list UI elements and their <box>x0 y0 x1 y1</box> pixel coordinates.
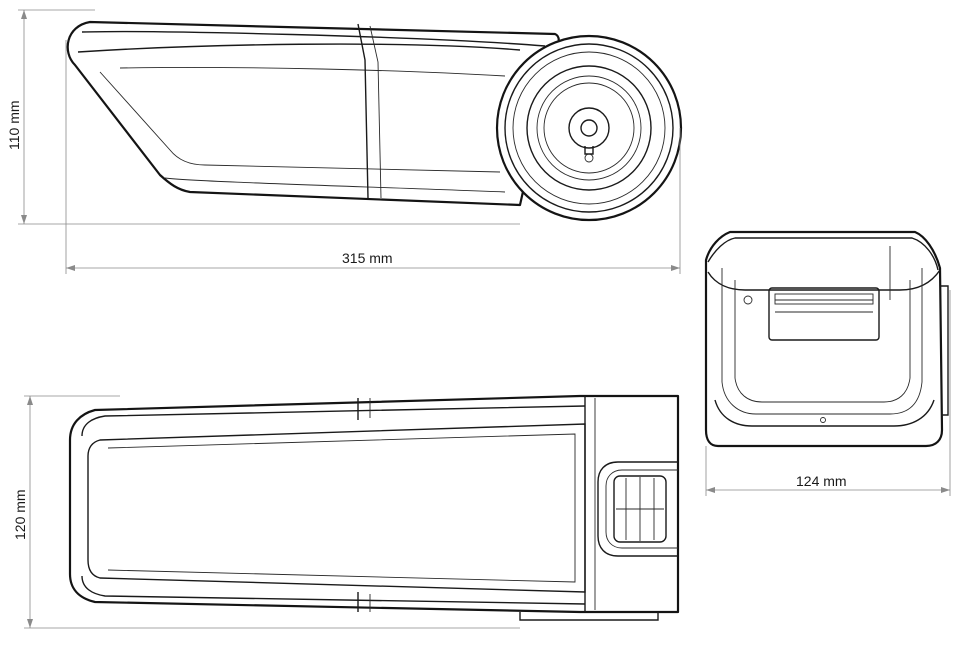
side-view-body <box>66 20 560 207</box>
top-view-body <box>68 394 680 614</box>
front-view: 124 mm <box>704 230 951 496</box>
side-view-parting-line-2 <box>369 25 382 199</box>
front-view-inner-shell-2 <box>734 280 911 403</box>
top-view-wheel <box>613 475 667 543</box>
top-width-dimension <box>24 395 520 629</box>
front-view-body <box>704 230 944 448</box>
top-view-wheel-notch <box>597 461 678 557</box>
top-view-outer-contour-bottom <box>81 575 586 605</box>
side-view-shoulder-line <box>77 43 521 53</box>
side-height-dimension <box>18 9 520 225</box>
top-view-inner-shadow <box>107 433 576 583</box>
top-view-base-tab <box>519 612 659 621</box>
front-view-side-bump <box>940 285 949 416</box>
wheel-ring-2 <box>504 43 674 213</box>
top-view-outer-contour <box>81 405 586 437</box>
side-length-dimension <box>65 40 681 274</box>
side-view-inner-contour <box>99 71 501 173</box>
side-view-wheel <box>495 34 683 222</box>
front-view-drain-hole <box>820 417 826 423</box>
wheel-axle-icon <box>580 119 598 137</box>
top-view-wheel-notch-inner <box>605 469 678 549</box>
front-view-screw-icon <box>743 295 753 305</box>
wheel-outer-ring <box>495 34 683 222</box>
top-width-label: 120 mm <box>12 489 28 540</box>
side-view-upper-inner <box>119 67 506 77</box>
front-width-dimension <box>705 290 951 496</box>
side-view: 110 mm 315 mm <box>6 9 683 274</box>
side-view-lower-contour <box>164 177 506 193</box>
front-view-inner-shell <box>721 268 923 415</box>
front-view-base-plate <box>714 399 935 427</box>
front-view-top-shell <box>707 237 939 271</box>
front-width-label: 124 mm <box>796 473 847 489</box>
front-view-shell-lower <box>707 269 941 291</box>
wheel-ring-3 <box>512 51 666 205</box>
top-view-inner-panel <box>87 423 586 593</box>
wheel-ring-4 <box>526 65 652 191</box>
side-view-parting-line-1 <box>357 23 369 199</box>
side-height-label: 110 mm <box>6 100 22 150</box>
wheel-valve-cap <box>584 153 594 163</box>
front-view-slot <box>768 287 880 341</box>
side-length-label: 315 mm <box>342 250 393 266</box>
top-view: 120 mm <box>12 394 680 629</box>
wheel-ring-5 <box>536 75 642 181</box>
side-view-top-edge <box>81 30 546 47</box>
wheel-hub <box>568 107 610 149</box>
wheel-ring-6 <box>543 82 635 174</box>
